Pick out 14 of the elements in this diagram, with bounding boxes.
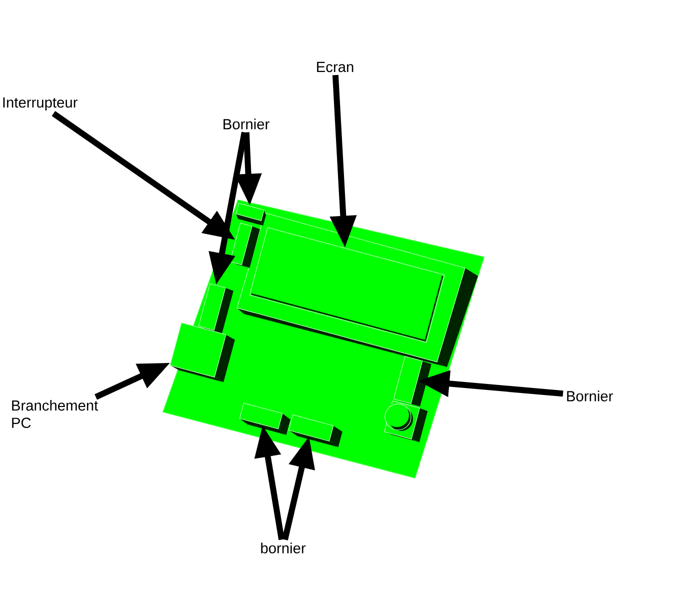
switch: [230, 222, 260, 268]
part-label: Bornier: [224, 118, 270, 130]
part-label: Bornier: [567, 390, 613, 402]
part-label: Interrupteur: [3, 97, 78, 111]
display-screen: [249, 227, 445, 343]
connector-block: [170, 322, 235, 382]
part-label: Ecran: [317, 62, 354, 72]
terminal-block: [288, 414, 342, 448]
terminal-block: [239, 402, 290, 435]
part-label: bornier: [261, 542, 306, 554]
terminal-block: [393, 356, 432, 407]
part-label: Branchement PC: [12, 400, 98, 428]
terminal-block: [236, 202, 266, 226]
terminal-block: [198, 283, 234, 334]
